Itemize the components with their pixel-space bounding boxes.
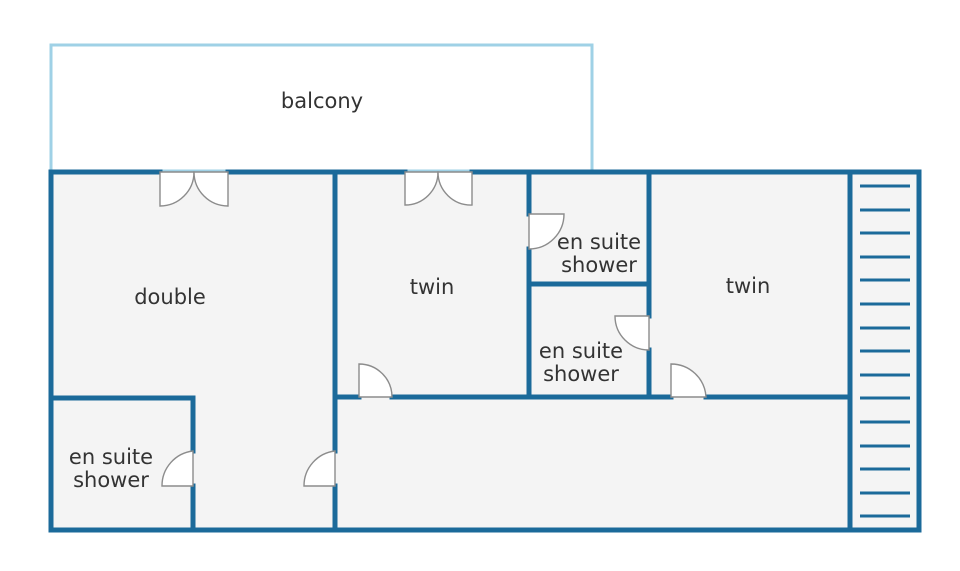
- balcony-outline: [49, 43, 594, 173]
- stairs: [860, 184, 910, 518]
- label-ensuite-mid-line1: en suite: [539, 339, 623, 363]
- door-double-french-right: [193, 171, 229, 207]
- interior-floor: [51, 172, 919, 530]
- door-ensuite-left: [161, 450, 194, 487]
- label-balcony: balcony: [281, 89, 363, 113]
- label-ensuite-mid-line2: shower: [543, 362, 619, 386]
- label-twin-right: twin: [726, 274, 771, 298]
- door-ensuite-middle: [614, 315, 650, 351]
- door-double-corridor: [303, 450, 336, 487]
- label-ensuite-top-line2: shower: [561, 253, 637, 277]
- label-twin-left: twin: [410, 275, 455, 299]
- doors: [159, 171, 707, 487]
- label-ensuite-left-line2: shower: [73, 468, 149, 492]
- door-right-twin-corridor: [670, 363, 707, 398]
- door-twin-french-right: [437, 171, 473, 206]
- door-ensuite-top: [528, 213, 565, 250]
- walls: [48, 169, 922, 533]
- label-ensuite-top-line1: en suite: [557, 230, 641, 254]
- label-ensuite-left-line1: en suite: [69, 445, 153, 469]
- room-labels: balcony double twin twin en suite shower…: [69, 89, 770, 492]
- label-double: double: [134, 285, 206, 309]
- door-twin-corridor: [358, 363, 393, 398]
